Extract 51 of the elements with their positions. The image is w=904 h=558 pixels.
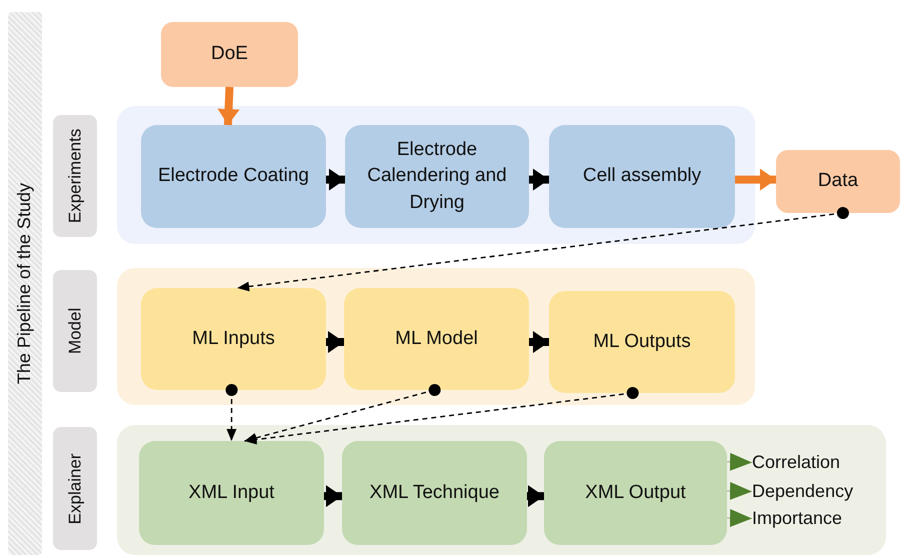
arrow [326, 331, 344, 354]
box-label: Data [818, 169, 858, 194]
process-box [345, 125, 529, 228]
process-box [776, 150, 900, 213]
stage-panel [117, 106, 755, 244]
stage-panel [117, 268, 755, 405]
output-text: Correlation [752, 450, 840, 474]
process-box [141, 288, 326, 390]
process-box [544, 441, 727, 545]
arrow [735, 168, 776, 191]
stage-name: Experiments [64, 128, 86, 224]
arrow [218, 86, 240, 126]
box-label: XML Input [188, 480, 274, 505]
box-label: DoE [211, 42, 248, 66]
box-label: ML Inputs [192, 326, 275, 351]
arrow [527, 485, 544, 508]
box-label: Cell assembly [582, 164, 702, 188]
stage-name: Model [64, 308, 86, 354]
box-label: Electrode Coating [158, 164, 310, 188]
stage-label [53, 270, 97, 392]
arrow [326, 168, 345, 191]
process-box [549, 125, 735, 228]
arrow [726, 482, 752, 500]
vertical-title: The Pipeline of the Study [13, 182, 36, 384]
process-box [141, 125, 326, 228]
process-box [342, 441, 527, 545]
dashed-arrow [244, 387, 639, 444]
process-box [344, 288, 529, 390]
process-box [549, 291, 735, 393]
stage-label [53, 115, 97, 237]
box-label: ML Model [395, 326, 478, 351]
process-box [139, 441, 324, 545]
arrow [529, 331, 549, 354]
arrow [726, 452, 752, 471]
box-label: Electrode Calendering and Drying [366, 138, 508, 215]
box-label: XML Technique [370, 480, 500, 505]
box-label: ML Outputs [593, 330, 691, 354]
stage-label [53, 427, 97, 550]
output-text: Importance [752, 506, 842, 530]
stage-panel [117, 425, 886, 555]
dashed-arrow [237, 207, 849, 292]
arrow [529, 168, 549, 191]
dashed-arrow [244, 384, 441, 443]
output-text: Dependency [752, 480, 854, 503]
stage-name: Explainer [64, 453, 86, 524]
arrow [726, 509, 752, 528]
title-band [8, 12, 42, 555]
box-label: XML Output [585, 480, 686, 505]
arrow [324, 485, 342, 508]
process-box [161, 22, 298, 87]
dashed-arrow [226, 384, 238, 441]
